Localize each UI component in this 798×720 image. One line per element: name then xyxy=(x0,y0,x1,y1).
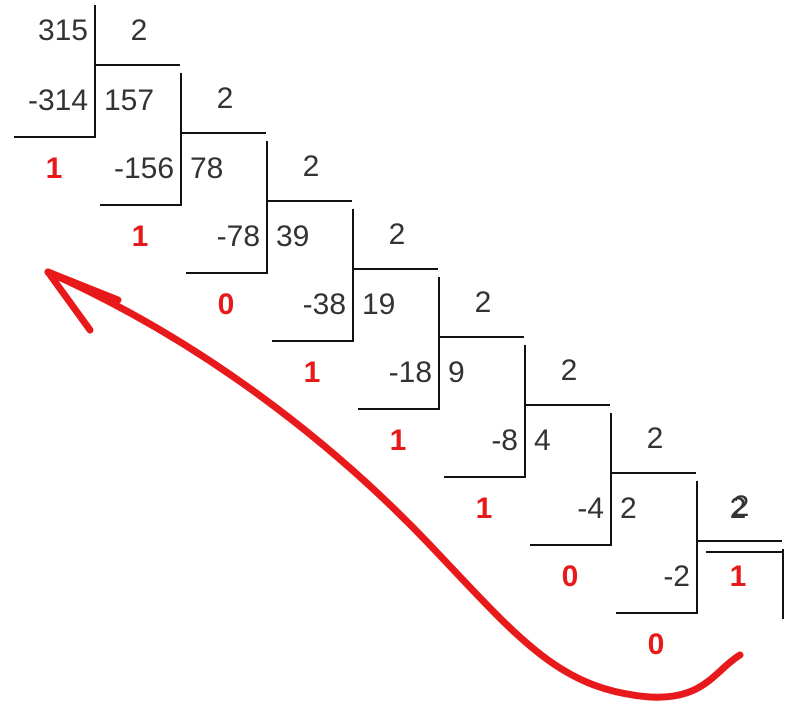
product: -314 xyxy=(27,84,88,117)
division-bar xyxy=(180,73,182,205)
dividend: 315 xyxy=(37,14,88,47)
remainder: 1 xyxy=(303,356,321,389)
subtraction-line xyxy=(186,272,268,274)
divisor: 2 xyxy=(646,422,664,455)
divisor: 2 xyxy=(560,354,578,387)
remainder: 0 xyxy=(217,288,235,321)
divisor: 2 xyxy=(216,82,234,115)
division-bar xyxy=(524,345,526,477)
subtraction-line xyxy=(358,408,440,410)
division-bar xyxy=(438,277,440,409)
product: -8 xyxy=(491,424,518,457)
product: -2 xyxy=(663,560,690,593)
quotient: 19 xyxy=(362,288,396,321)
division-bar xyxy=(782,549,784,619)
divisor: 2 xyxy=(302,150,320,183)
product: -38 xyxy=(302,288,346,321)
remainder: 1 xyxy=(389,424,407,457)
divisor: 2 xyxy=(474,286,492,319)
quotient-line xyxy=(266,200,352,202)
quotient: 78 xyxy=(190,152,224,185)
remainder: 1 xyxy=(475,492,493,525)
product: -78 xyxy=(216,220,260,253)
subtraction-line xyxy=(272,340,354,342)
remainder: 0 xyxy=(647,628,665,661)
quotient: 4 xyxy=(534,424,551,457)
quotient-line xyxy=(696,540,782,542)
divisor: 2 xyxy=(388,218,406,251)
quotient: 39 xyxy=(276,220,310,253)
subtraction-line xyxy=(100,204,182,206)
quotient-line xyxy=(94,64,180,66)
divisor: 2 xyxy=(130,14,148,47)
quotient: 2 xyxy=(620,492,637,525)
quotient-line xyxy=(438,336,524,338)
quotient-line xyxy=(352,268,438,270)
subtraction-line xyxy=(530,544,612,546)
remainder: 1 xyxy=(131,220,149,253)
subtraction-line xyxy=(444,476,526,478)
remainder: 0 xyxy=(561,560,579,593)
quotient: 9 xyxy=(448,356,465,389)
remainder: 1 xyxy=(45,152,63,185)
product: -156 xyxy=(113,152,174,185)
quotient-line xyxy=(180,132,266,134)
product: -4 xyxy=(577,492,604,525)
division-bar xyxy=(352,209,354,341)
subtraction-line xyxy=(14,136,96,138)
quotient-line xyxy=(610,472,696,474)
division-bar xyxy=(610,413,612,545)
quotient-line xyxy=(706,551,784,553)
division-bar xyxy=(266,141,268,273)
product: -18 xyxy=(388,356,432,389)
subtraction-line xyxy=(616,612,698,614)
divisor: 2 xyxy=(729,492,747,525)
quotient-line xyxy=(524,404,610,406)
quotient: 157 xyxy=(104,84,155,117)
final-quotient: 1 xyxy=(729,560,747,593)
division-bar xyxy=(94,5,96,137)
